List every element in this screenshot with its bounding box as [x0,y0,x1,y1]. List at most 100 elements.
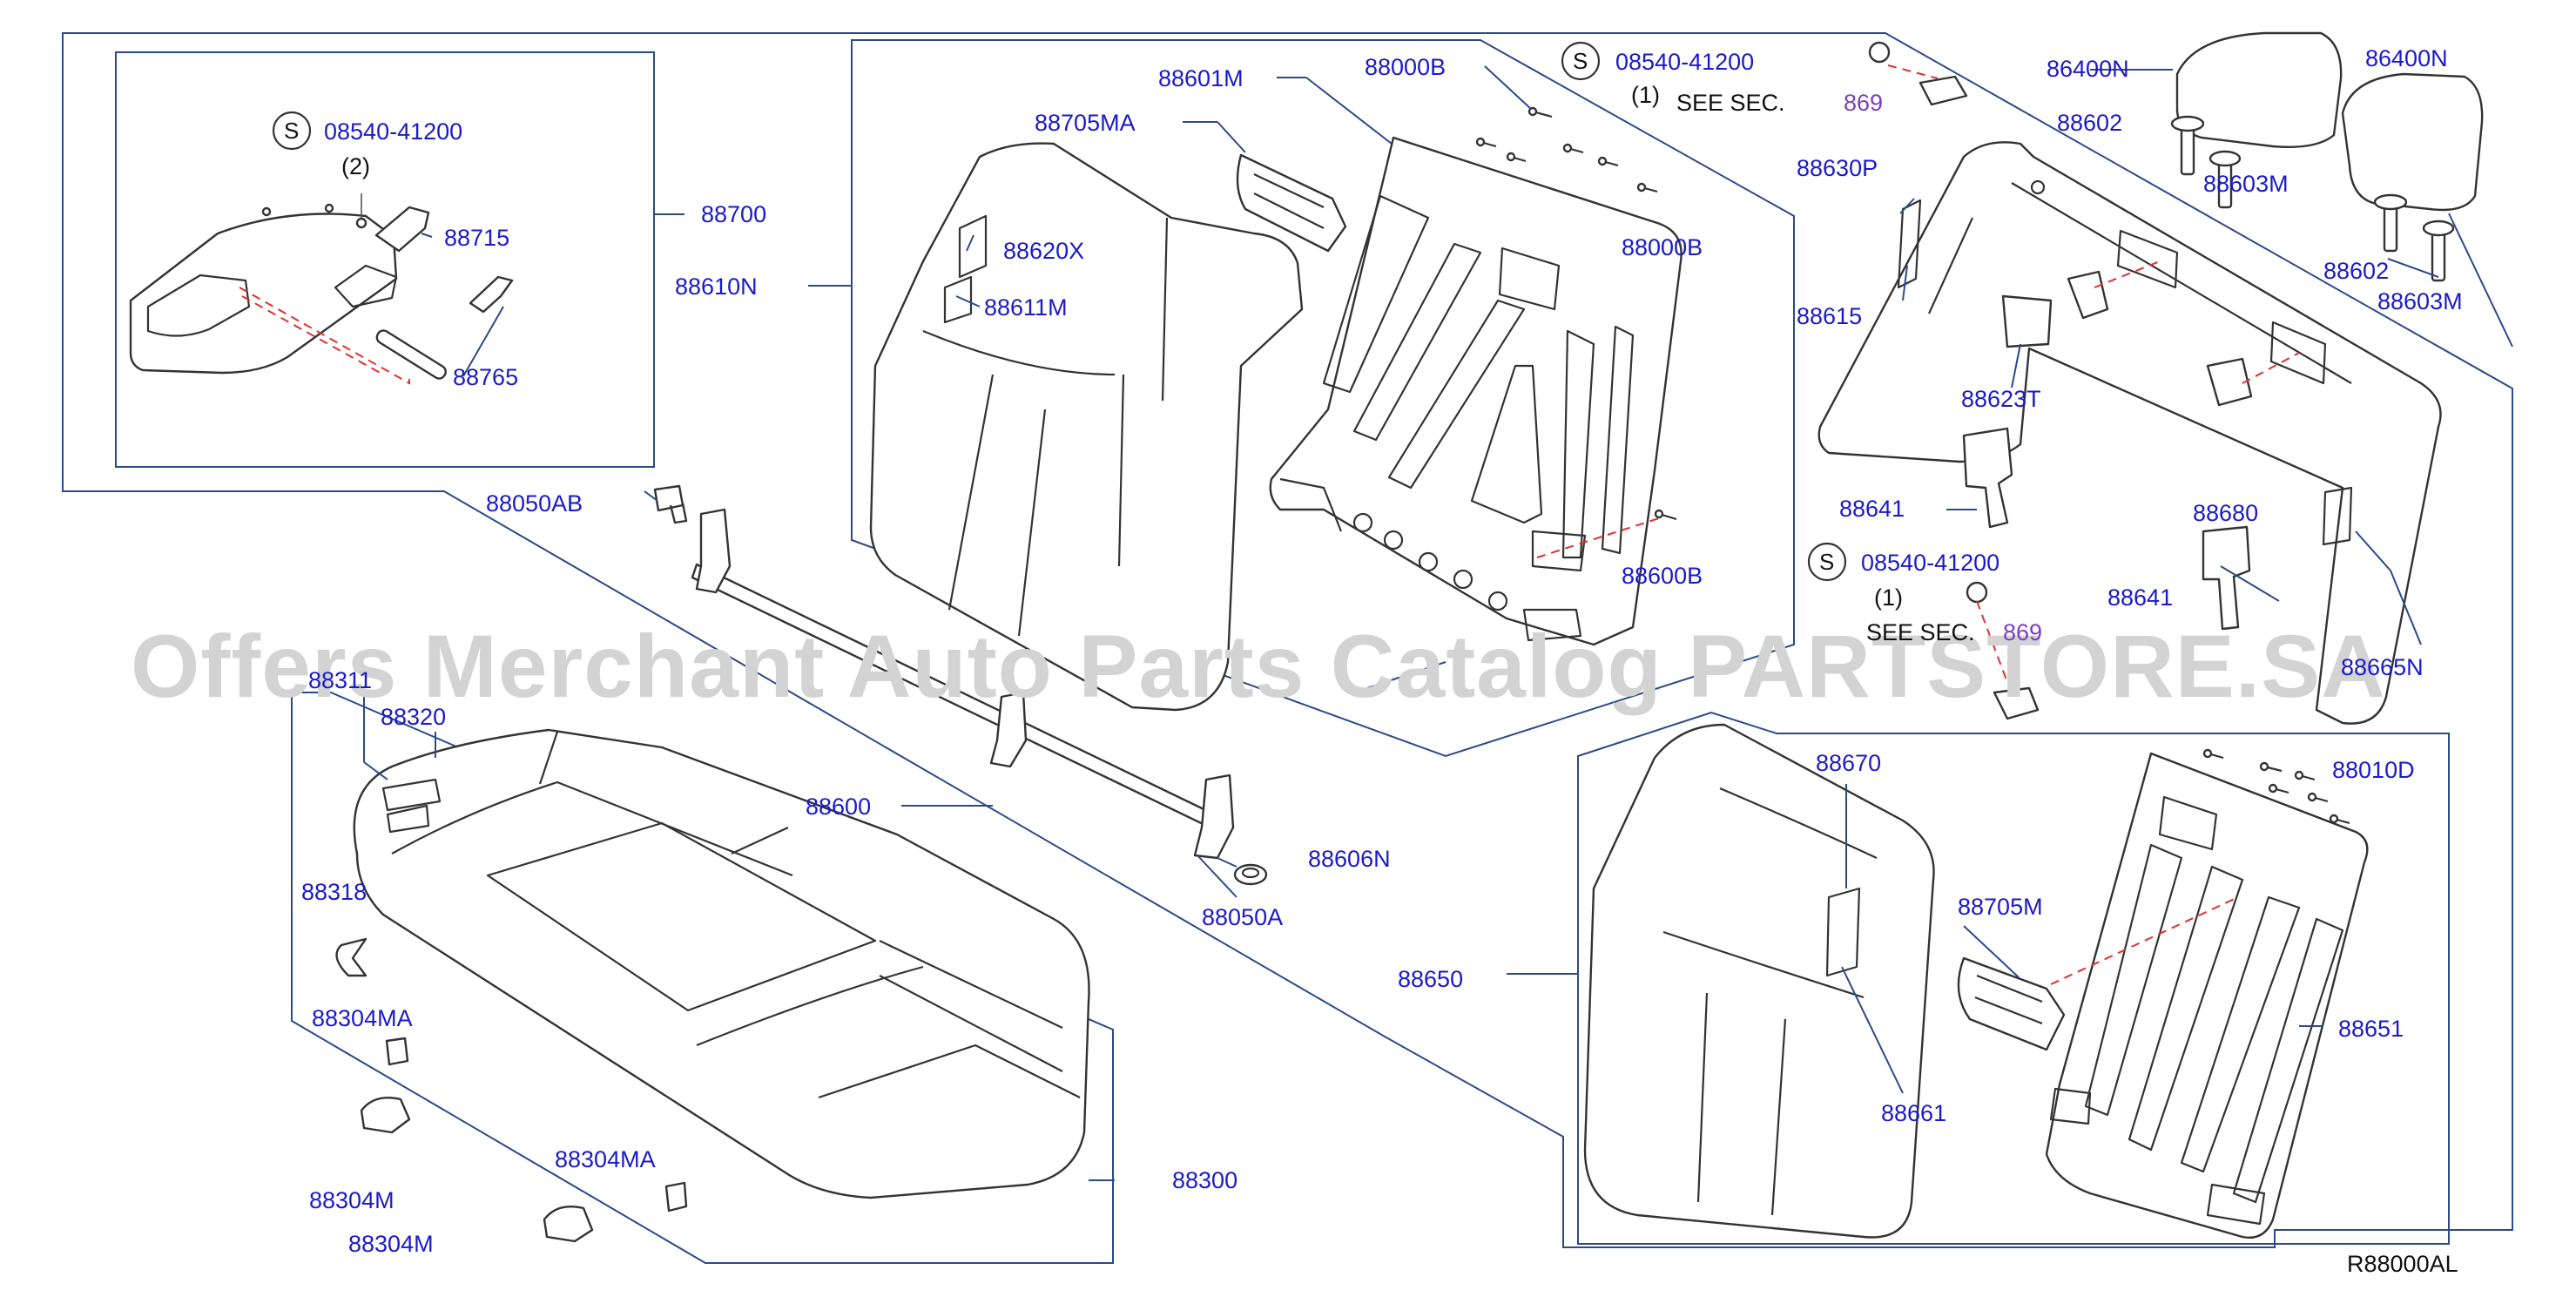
small-back-seams [1662,930,1865,1216]
cushion-patch-88311 [381,778,442,834]
frame-hole-5 [1487,591,1508,611]
right-seatback-frame [1817,141,2442,725]
watermark: Offers Merchant Auto Parts Catalog PARTS… [131,617,2386,716]
headrest-guide-a-cap [2170,115,2205,132]
frame-rib-d [1470,364,1543,524]
label-armrest-qty: (2) [341,153,370,179]
top-screw-dashes [1887,64,1939,79]
label-88615: 88615 [1797,303,1862,329]
label-see-sec-right: SEE SEC. [1866,619,1975,645]
label-right-screw: 08540-41200 [1861,550,1999,576]
frame-rib-f [1601,325,1635,555]
small-frame-rib-d [2232,917,2344,1204]
small-frame-top-slot [2158,795,2218,851]
right-latch-b [2206,357,2253,407]
label-armrest-screw: 08540-41200 [324,118,462,145]
frame-lower-bracket [1522,608,1582,642]
label-top-qty: (1) [1631,82,1660,108]
label-88603m-b: 88603M [2377,288,2463,314]
cushion-box [291,692,1114,1264]
outer-frame [62,32,2513,1248]
armrest-screw-head-c [355,217,368,229]
latch-88641-left [1962,427,2013,529]
small-back-parts [1583,723,2369,1239]
small-hinge-dashes [2050,896,2239,985]
small-back-88650 [1583,723,1935,1239]
right-side-patch [1897,199,1922,289]
frame-lines [62,32,2513,1264]
label-88661: 88661 [1881,1100,1946,1126]
part-labels: 08540-41200 (2) 88700 88715 88765 88610N… [301,45,2463,1277]
bushing-88606n-inner [1241,867,1260,879]
label-88311: 88311 [308,667,372,693]
symbol-circle-right [1807,542,1847,582]
seat-bar-left-tab [695,508,732,594]
label-88600: 88600 [806,794,871,820]
small-back-top-curve [1719,787,1878,859]
cushion-seam-centre [486,821,877,1012]
armrest-box [115,51,655,468]
label-88606n: 88606N [1308,846,1391,872]
small-frame-screws [2202,748,2350,825]
label-88320: 88320 [381,704,446,730]
label-869-top: 869 [1844,90,1883,116]
symbol-letter-right: S [1819,549,1834,575]
armrest-pin-rod [375,329,447,380]
small-frame-rib-c [2180,895,2301,1173]
frame-foot [1279,477,1587,572]
headrest-guide-a2-cap [2208,150,2242,167]
small-back-patch [1825,887,1861,977]
symbol-letter-top: S [1573,48,1588,74]
label-top-screw: 08540-41200 [1615,49,1754,75]
right-latch-dashes [2094,260,2300,384]
label-88623t: 88623T [1961,386,2041,412]
clip-88304m-b [543,1205,594,1243]
symbol-circle-top [1561,41,1601,81]
armrest-bracket-88715 [374,206,430,253]
label-88630p: 88630P [1797,155,1878,181]
armrest-screw-head-b [324,203,334,213]
small-frame-rib-a [2084,843,2183,1117]
armrest-clip-88765 [469,275,514,314]
frame-hole-3 [1418,551,1439,572]
label-88602-a: 88602 [2057,110,2122,136]
label-88050ab: 88050AB [486,490,583,517]
label-88304m-a: 88304M [309,1187,394,1213]
clip-88304ma-a [385,1037,409,1066]
label-88700: 88700 [701,201,766,227]
headrest-parts [1817,31,2484,725]
see-sec-clip-upper [1919,75,1968,106]
diagram-code: R88000AL [2347,1251,2458,1277]
latch-cover-88623t [2001,294,2053,348]
latch-88641-right [2202,525,2251,631]
headrest-86400n-b [2341,72,2484,212]
frame-rib-e [1561,329,1595,559]
label-see-sec-top: SEE SEC. [1676,90,1785,116]
label-86400n-a: 86400N [2047,56,2129,82]
right-seatback-inner [1927,182,2352,384]
label-88318: 88318 [301,879,367,905]
label-88705ma: 88705MA [1035,110,1136,136]
right-screw-dashes [1976,600,2017,706]
leader-lines [363,65,2513,1181]
label-88304ma-b: 88304MA [555,1146,656,1172]
headrest-guide-b-cap [2373,193,2408,211]
label-88641-b: 88641 [2107,584,2173,611]
label-88715: 88715 [444,225,509,251]
label-88620x: 88620X [1003,238,1084,264]
label-88670: 88670 [1816,750,1881,776]
small-back-frame-88651 [2045,752,2369,1239]
armrest-cupholder [146,274,251,337]
frame-hole-4 [1453,569,1473,590]
label-88665n: 88665N [2341,654,2424,680]
armrest-rear-lip [334,264,398,308]
right-pad-88665n [2322,486,2353,546]
small-hinge-detail [1974,974,2043,1025]
see-sec-clip-lower [1993,686,2040,720]
right-latch-a [2067,270,2109,320]
main-seatback-frame [1269,136,1682,646]
label-88610n: 88610N [675,274,758,300]
main-seatback-seam [922,329,1116,637]
label-88680: 88680 [2193,500,2258,526]
